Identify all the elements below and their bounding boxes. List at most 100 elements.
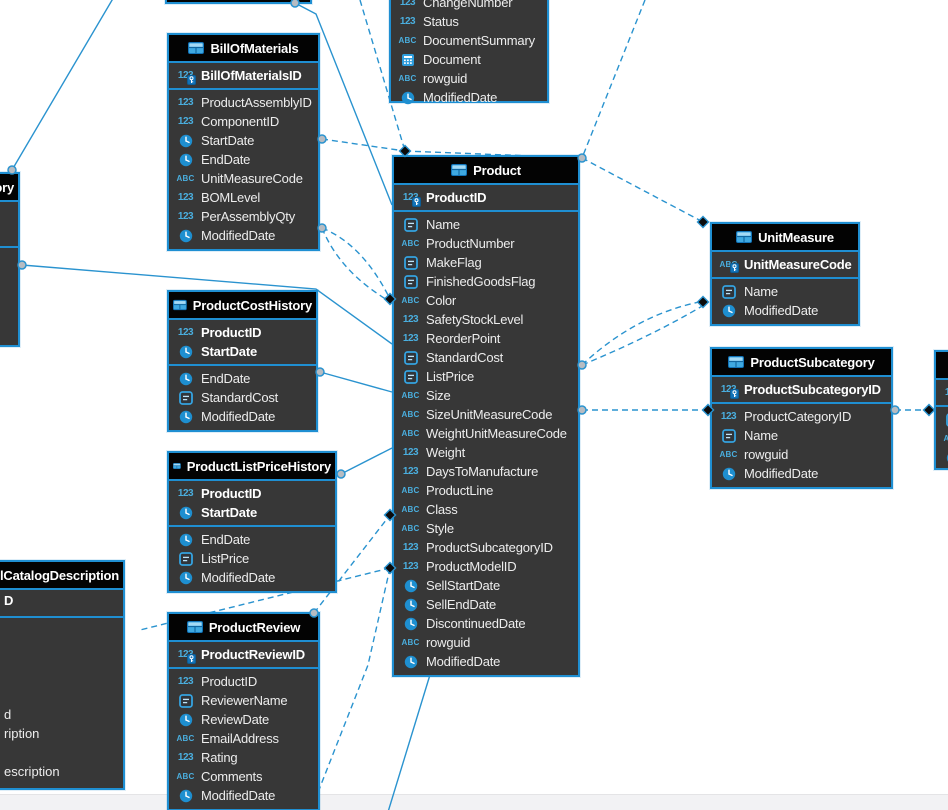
column-row-document[interactable]: Document xyxy=(391,50,547,69)
column-row[interactable] xyxy=(0,346,18,365)
column-row[interactable] xyxy=(936,410,948,429)
column-row[interactable] xyxy=(0,205,18,224)
column-row-finishedgoodsflag[interactable]: FinishedGoodsFlag xyxy=(394,272,578,291)
column-row[interactable] xyxy=(0,224,18,243)
table-header-product[interactable]: Product xyxy=(394,157,578,185)
column-row[interactable] xyxy=(0,270,18,289)
column-row[interactable] xyxy=(0,289,18,308)
table-header-history-partial-left[interactable]: ory xyxy=(0,174,18,202)
table-header-catalog-description-partial[interactable]: lCatalogDescription xyxy=(0,562,123,590)
column-row-modifieddate[interactable]: ModifiedDate xyxy=(391,88,547,107)
column-row-makeflag[interactable]: MakeFlag xyxy=(394,253,578,272)
column-row-enddate[interactable]: EndDate xyxy=(169,369,316,388)
column-row-modifieddate[interactable]: ModifiedDate xyxy=(169,568,335,587)
column-row-enddate[interactable]: EndDate xyxy=(169,530,335,549)
column-row-listprice[interactable]: ListPrice xyxy=(394,367,578,386)
column-row-standardcost[interactable]: StandardCost xyxy=(394,348,578,367)
table-header-product-review[interactable]: ProductReview xyxy=(169,614,318,642)
column-row-sellstartdate[interactable]: SellStartDate xyxy=(394,576,578,595)
column-row[interactable] xyxy=(0,251,18,270)
table-header-unit-measure[interactable]: UnitMeasure xyxy=(712,224,858,252)
column-row[interactable]: ABC xyxy=(936,429,948,448)
table-header-bill-of-materials[interactable]: BillOfMaterials xyxy=(169,35,318,63)
column-row[interactable]: 123 xyxy=(936,383,948,402)
column-row-startdate[interactable]: StartDate xyxy=(169,342,316,361)
column-row-modifieddate[interactable]: ModifiedDate xyxy=(394,652,578,671)
column-row[interactable] xyxy=(0,308,18,327)
column-row-startdate[interactable]: StartDate xyxy=(169,131,318,150)
column-row-name[interactable]: Name xyxy=(712,282,858,301)
column-row-modifieddate[interactable]: ModifiedDate xyxy=(169,226,318,245)
table-header-category-partial-right[interactable] xyxy=(936,352,948,380)
table-header-product-cost-history[interactable]: ProductCostHistory xyxy=(169,292,316,320)
column-row-name[interactable]: Name xyxy=(712,426,891,445)
column-row-startdate[interactable]: StartDate xyxy=(169,503,335,522)
column-row-listprice[interactable]: ListPrice xyxy=(169,549,335,568)
table-header-product-list-price-history[interactable]: ProductListPriceHistory xyxy=(169,453,335,481)
column-row-modifieddate[interactable]: ModifiedDate xyxy=(169,786,318,805)
table-header-product-subcategory[interactable]: ProductSubcategory xyxy=(712,349,891,377)
column-row-enddate[interactable]: EndDate xyxy=(169,150,318,169)
column-row[interactable] xyxy=(0,327,18,346)
column-row[interactable] xyxy=(936,448,948,467)
column-row-modifieddate[interactable]: ModifiedDate xyxy=(712,301,858,320)
column-row-discontinueddate[interactable]: DiscontinuedDate xyxy=(394,614,578,633)
column-row-name[interactable]: Name xyxy=(394,215,578,234)
column-row-standardcost[interactable]: StandardCost xyxy=(169,388,316,407)
column-row-reviewername[interactable]: ReviewerName xyxy=(169,691,318,710)
entity-table-history-partial-left[interactable]: ory xyxy=(0,172,20,347)
column-row-modifieddate[interactable]: ModifiedDate xyxy=(712,464,891,483)
entity-table-category-partial-right[interactable]: 123ABC xyxy=(934,350,948,470)
column-row-reviewdate[interactable]: ReviewDate xyxy=(169,710,318,729)
entity-table-top-strip-partial[interactable] xyxy=(165,0,312,4)
column-row-sellenddate[interactable]: SellEndDate xyxy=(394,595,578,614)
column-row-modifieddate[interactable]: ModifiedDate xyxy=(169,407,316,426)
